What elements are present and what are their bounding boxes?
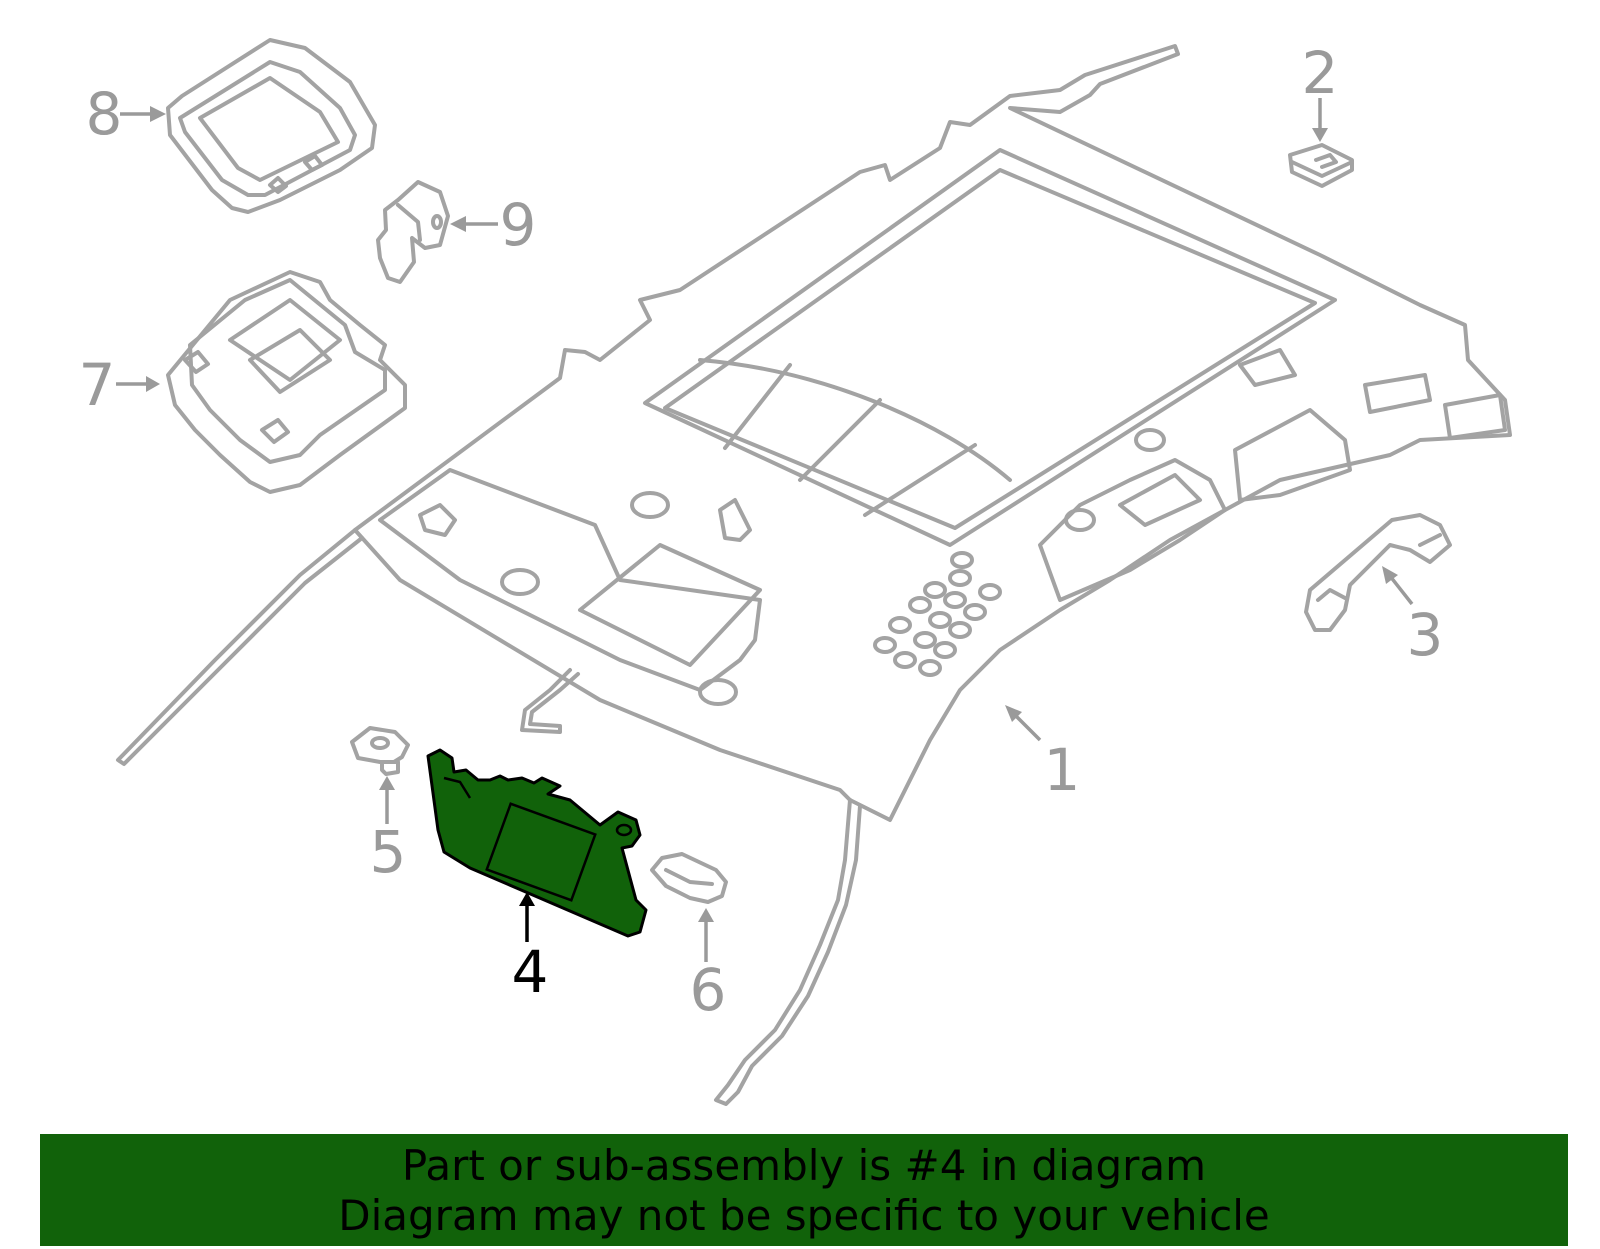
- bracket-part-9[interactable]: [376, 180, 450, 284]
- grab-handle-part-3[interactable]: [1304, 513, 1452, 632]
- overhead-console-part-7[interactable]: [166, 270, 407, 494]
- sun-visor-part-4[interactable]: [426, 748, 648, 938]
- callout-arrows: [116, 98, 1414, 962]
- banner-line-1: Part or sub-assembly is #4 in diagram: [401, 1141, 1207, 1190]
- callout-2: 2: [1302, 39, 1339, 107]
- lamp-frame-part-8[interactable]: [166, 38, 377, 214]
- callout-6: 6: [690, 956, 727, 1024]
- callout-labels: 1 2 3 4 5 6 7 8 9: [79, 39, 1444, 1024]
- callout-3: 3: [1407, 601, 1444, 669]
- info-banner: Part or sub-assembly is #4 in diagram Di…: [40, 1134, 1568, 1246]
- callout-9: 9: [500, 191, 537, 259]
- callout-5: 5: [370, 818, 407, 886]
- clip-cluster: [873, 551, 1002, 677]
- visor-clip-part-5[interactable]: [350, 726, 410, 776]
- callout-1: 1: [1044, 736, 1081, 804]
- cover-part-6[interactable]: [650, 852, 728, 904]
- headliner-part-1[interactable]: [116, 44, 1512, 1106]
- callout-4: 4: [512, 938, 549, 1006]
- banner-line-2: Diagram may not be specific to your vehi…: [338, 1191, 1270, 1240]
- callout-7: 7: [79, 351, 116, 419]
- clip-part-2[interactable]: [1288, 143, 1354, 188]
- callout-8: 8: [86, 80, 123, 148]
